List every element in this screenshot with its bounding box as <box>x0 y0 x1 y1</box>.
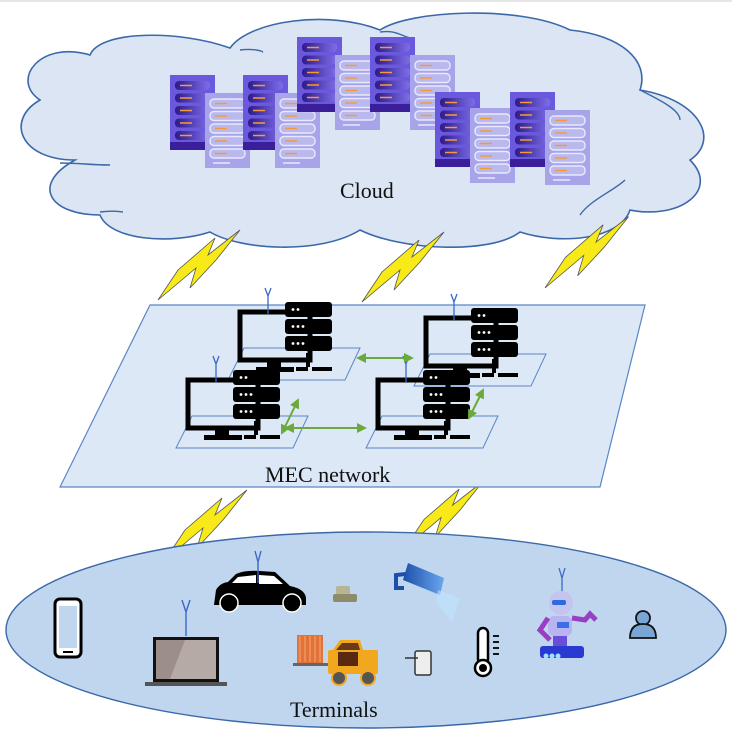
server-rack-icon <box>370 37 415 112</box>
antenna-icon <box>264 287 272 314</box>
mec-layer <box>59 287 646 488</box>
edge-servers <box>175 287 547 449</box>
camera-beam <box>436 590 460 622</box>
forklift-icon <box>293 635 378 686</box>
bidirectional-link-arrow <box>280 398 300 435</box>
server-rack-icon <box>297 37 342 112</box>
lightning-bolt-icon <box>544 216 629 289</box>
sensor-icon <box>333 586 357 602</box>
car-icon <box>214 550 306 613</box>
terminals-layer <box>5 531 727 729</box>
thermometer-icon <box>473 626 499 678</box>
server-racks <box>170 37 590 185</box>
camera-icon <box>394 563 460 622</box>
smartphone-icon <box>53 597 83 659</box>
mec-network-label: MEC network <box>265 462 391 487</box>
edge-plane <box>365 415 499 449</box>
lightning-bolt-icon <box>361 231 445 303</box>
server-rack-icon <box>545 110 590 185</box>
edge-server-icon <box>365 355 499 449</box>
cloud-layer <box>20 12 705 248</box>
server-rack-icon <box>205 93 250 168</box>
antenna-icon <box>450 293 458 320</box>
terminals-label: Terminals <box>290 697 378 722</box>
user-icon <box>629 610 657 639</box>
wireless-links <box>157 216 629 561</box>
antenna-icon <box>212 355 220 382</box>
top-border <box>0 0 732 2</box>
cloud-label: Cloud <box>340 178 394 203</box>
cloud-shape <box>20 12 705 248</box>
bidirectional-link-arrow <box>468 388 484 420</box>
lightning-bolt-icon <box>164 489 248 561</box>
lightning-bolt-icon <box>157 229 241 301</box>
antenna-icon <box>254 550 262 583</box>
antenna-icon <box>181 599 191 636</box>
tablet-icon <box>405 650 432 676</box>
server-rack-icon <box>470 108 515 183</box>
edge-server-icon <box>175 355 309 449</box>
terminal-devices <box>53 550 657 686</box>
robot-icon <box>536 567 598 659</box>
mec-plane <box>59 304 646 488</box>
laptop-icon <box>145 599 227 686</box>
